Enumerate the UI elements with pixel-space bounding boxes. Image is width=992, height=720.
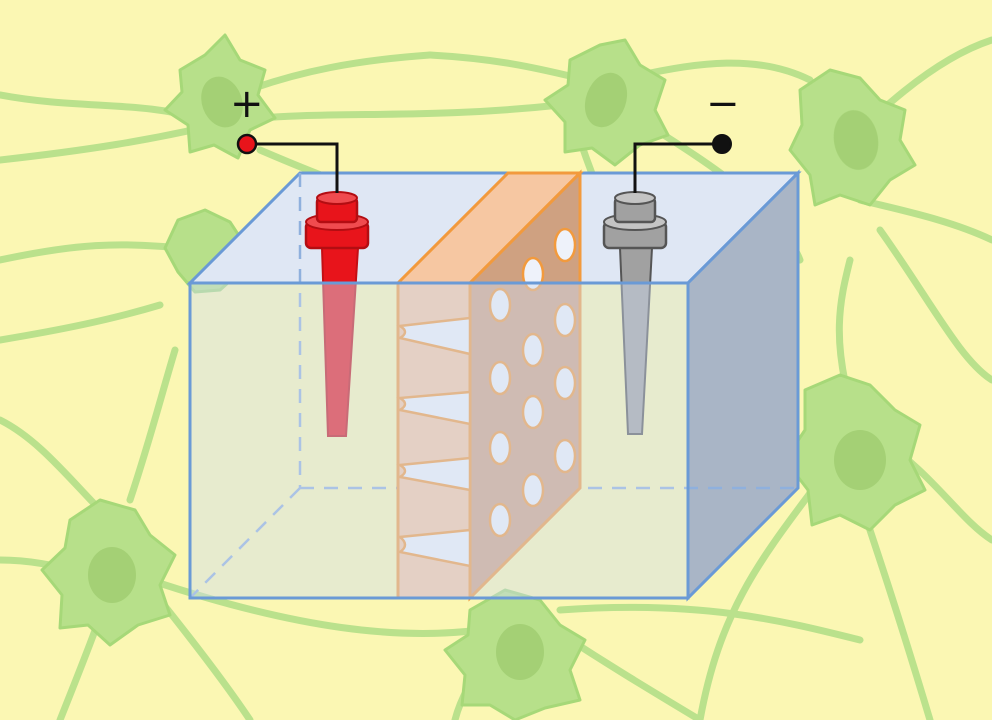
gray-electrode-icon	[602, 191, 668, 435]
tank-front	[188, 281, 690, 600]
negative-terminal-label: −	[706, 81, 740, 127]
wires	[247, 142, 722, 193]
red-electrode-icon	[304, 191, 370, 437]
positive-terminal-label: +	[230, 81, 264, 127]
porous-membrane-icon	[394, 169, 584, 602]
negative-terminal-icon	[712, 134, 732, 154]
positive-terminal-icon	[236, 133, 258, 155]
